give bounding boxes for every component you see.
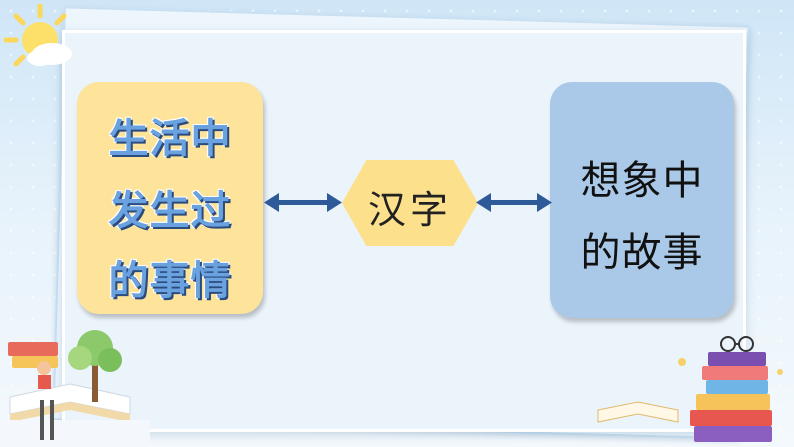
book-stack-icon [597,336,783,442]
right-box-line-2: 的故事 [580,230,704,276]
sun-icon [3,3,72,67]
center-hexagon: 汉字 [342,160,478,246]
center-label: 汉字 [367,188,452,232]
hexagon-shape [342,160,478,246]
books-tree-icon [0,330,150,447]
left-concept-box: 生活中 发生过 的事情 [77,82,263,314]
left-box-line-2: 发生过 [108,188,232,234]
right-concept-box: 想象中 的故事 [550,82,734,318]
left-box-line-1: 生活中 [108,116,232,162]
left-box-line-3: 的事情 [108,258,232,304]
right-box-line-1: 想象中 [580,158,704,204]
